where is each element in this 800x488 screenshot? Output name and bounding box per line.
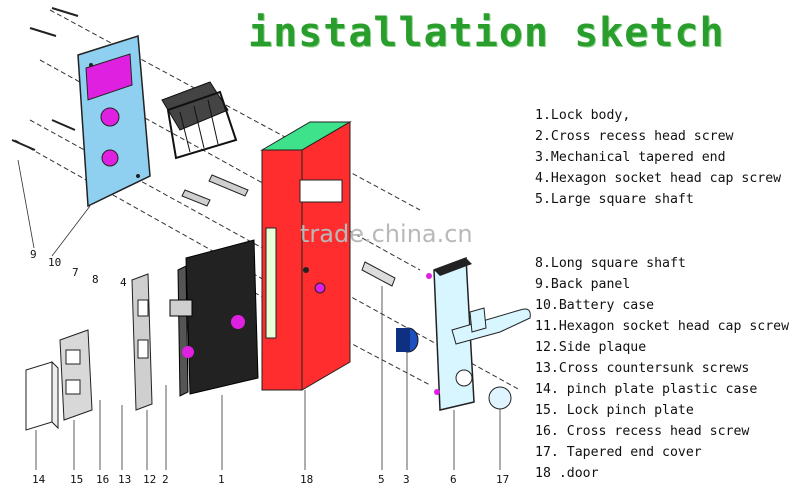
diagram-title: installation sketch (248, 10, 725, 56)
large-square-shaft (361, 261, 396, 287)
door (260, 121, 352, 391)
legend-item: 17. Tapered end cover (535, 445, 702, 460)
legend-item: 2.Cross recess head screw (535, 129, 734, 144)
tapered-end-cover (488, 386, 512, 410)
callout-label: 10 (48, 256, 61, 269)
leader-lines (17, 159, 501, 470)
legend-item: 16. Cross recess head screw (535, 424, 750, 439)
callout-label: 8 (92, 273, 99, 286)
screw-group-2 (11, 7, 79, 151)
legend-item: 8.Long square shaft (535, 256, 686, 271)
callout-label: 13 (118, 473, 131, 486)
callout-label: 18 (300, 473, 313, 486)
lever-handle (451, 307, 531, 345)
callout-label: 5 (378, 473, 385, 486)
legend-item: 14. pinch plate plastic case (535, 382, 758, 397)
legend-item: 15. Lock pinch plate (535, 403, 694, 418)
callout-label: 14 (32, 473, 46, 486)
callout-label: 1 (218, 473, 225, 486)
legend-item: 13.Cross countersunk screws (535, 361, 750, 376)
legend-item: 4.Hexagon socket head cap screw (535, 171, 782, 186)
pinch-plate-plastic-case (25, 360, 59, 431)
mechanical-tapered-end (396, 327, 419, 353)
legend-item: 3.Mechanical tapered end (535, 150, 726, 165)
back-panel (77, 35, 151, 208)
callout-label: 4 (120, 276, 127, 289)
callout-label: 2 (162, 473, 169, 486)
callout-label: 7 (72, 266, 79, 279)
callout-label: 17 (496, 473, 509, 486)
lock-pinch-plate (59, 329, 93, 421)
callout-label: 6 (450, 473, 457, 486)
callout-label: 9 (30, 248, 37, 261)
callout-label: 16 (96, 473, 109, 486)
legend-item: 12.Side plaque (535, 340, 647, 355)
side-plaque (131, 273, 153, 411)
legend-item: 9.Back panel (535, 277, 631, 292)
long-square-shaft (181, 174, 249, 207)
callout-labels: 1 2 3 4 5 6 7 8 9 10 12 13 14 15 16 17 1… (30, 248, 509, 486)
legend-item: 1.Lock body, (535, 108, 631, 123)
lock-body (169, 239, 259, 397)
legend-item: 18 .door (535, 466, 599, 481)
callout-label: 3 (403, 473, 410, 486)
battery-case (161, 81, 238, 160)
legend-item: 5.Large square shaft (535, 192, 694, 207)
callout-label: 15 (70, 473, 83, 486)
callout-label: 12 (143, 473, 156, 486)
watermark: trade.china.cn (300, 220, 473, 248)
legend-item: 11.Hexagon socket head cap screw (535, 319, 790, 334)
legend-item: 10.Battery case (535, 298, 655, 313)
